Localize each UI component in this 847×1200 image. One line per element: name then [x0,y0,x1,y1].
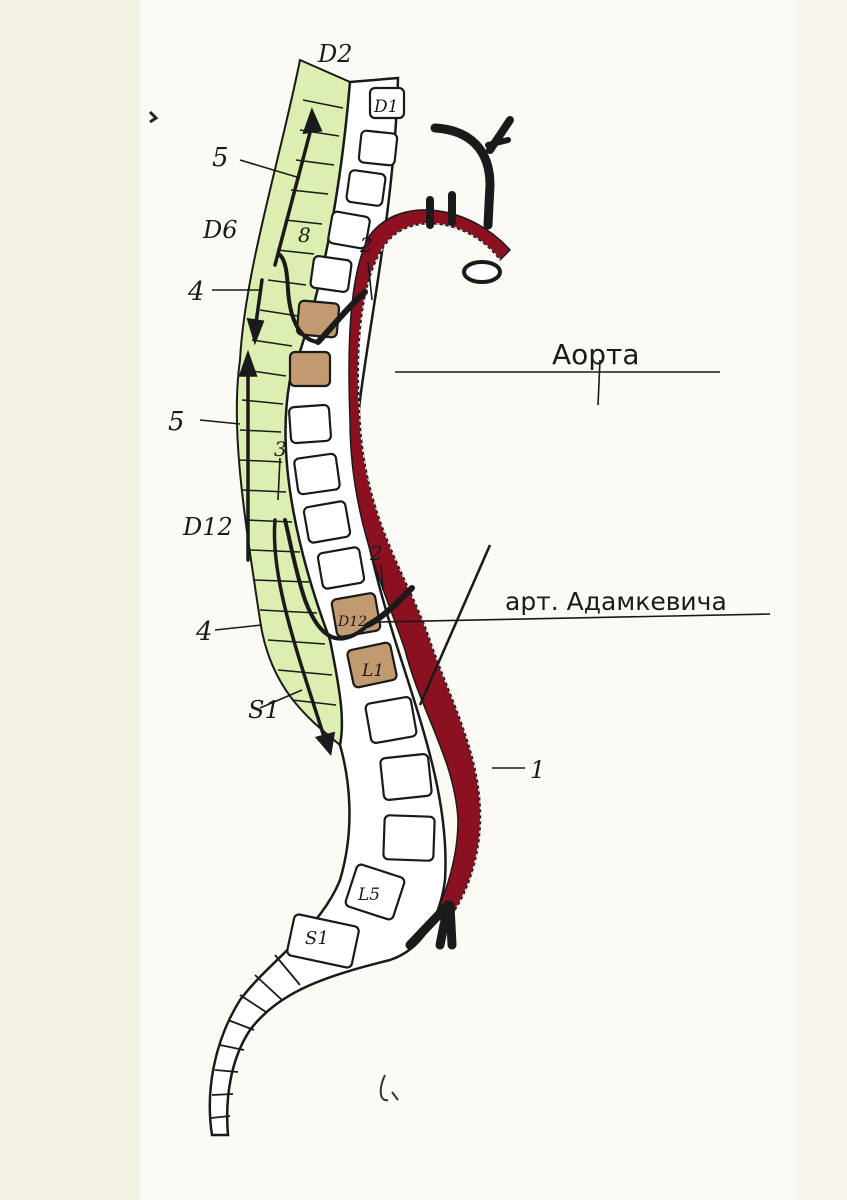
vertebra-d1 [368,86,406,120]
aorta-outline [357,223,501,911]
label-3: 3 [274,437,287,461]
label-2-top: 2 [359,233,373,257]
hand-mark [379,1074,399,1102]
vertebra-l5-label: L5 [357,885,380,905]
needle [418,544,492,706]
vertebra [293,452,341,496]
vertebra-d12-label: D12 [337,614,367,630]
cord-d2-label: D2 [317,40,353,68]
vertebra [382,814,436,862]
flow-arrows [238,107,336,756]
cord-d12-label: D12 [182,513,233,541]
aortic-arch-branches [426,116,514,284]
label-2-bottom: 2 [369,541,383,565]
page-right-margin [795,0,847,1200]
page-mark [148,110,159,124]
vertebra-s1-label: S1 [305,928,329,949]
vertebra [345,169,387,207]
label-5-mid: 5 [168,407,185,437]
cord-s1-label: S1 [248,696,280,724]
adamkiewicz-label: арт. Адамкевича [505,587,727,616]
sacral-segments [210,954,301,1119]
vertebra-bodies [286,86,436,969]
label-4-bottom: 4 [195,617,213,647]
vertebra [309,255,353,293]
aorta-label: Аорта [552,338,640,371]
vertebra-highlight-upper-2 [288,350,332,388]
vertebra [327,210,371,250]
label-5-top: 5 [212,143,229,173]
vertebra [288,403,332,445]
vertebra-l1-label: L1 [361,661,384,681]
label-4-top: 4 [187,277,205,307]
vertebra-s1 [286,913,360,969]
vertebra [379,753,433,801]
leader-lines [199,159,771,769]
iliac-arteries [405,900,457,950]
vertebra-l1 [346,641,398,689]
cord-d6-label: D6 [202,216,238,244]
vertebra-l5 [344,863,406,921]
vertebra [316,546,366,590]
vertebra-d1-label: D1 [373,97,398,117]
vertebra [364,696,418,744]
segmental-arteries [278,253,415,641]
vertebra [302,500,352,544]
label-1: 1 [530,756,545,784]
label-8: 8 [298,223,311,247]
page-left-margin [0,0,140,1200]
vertebra [357,129,399,167]
